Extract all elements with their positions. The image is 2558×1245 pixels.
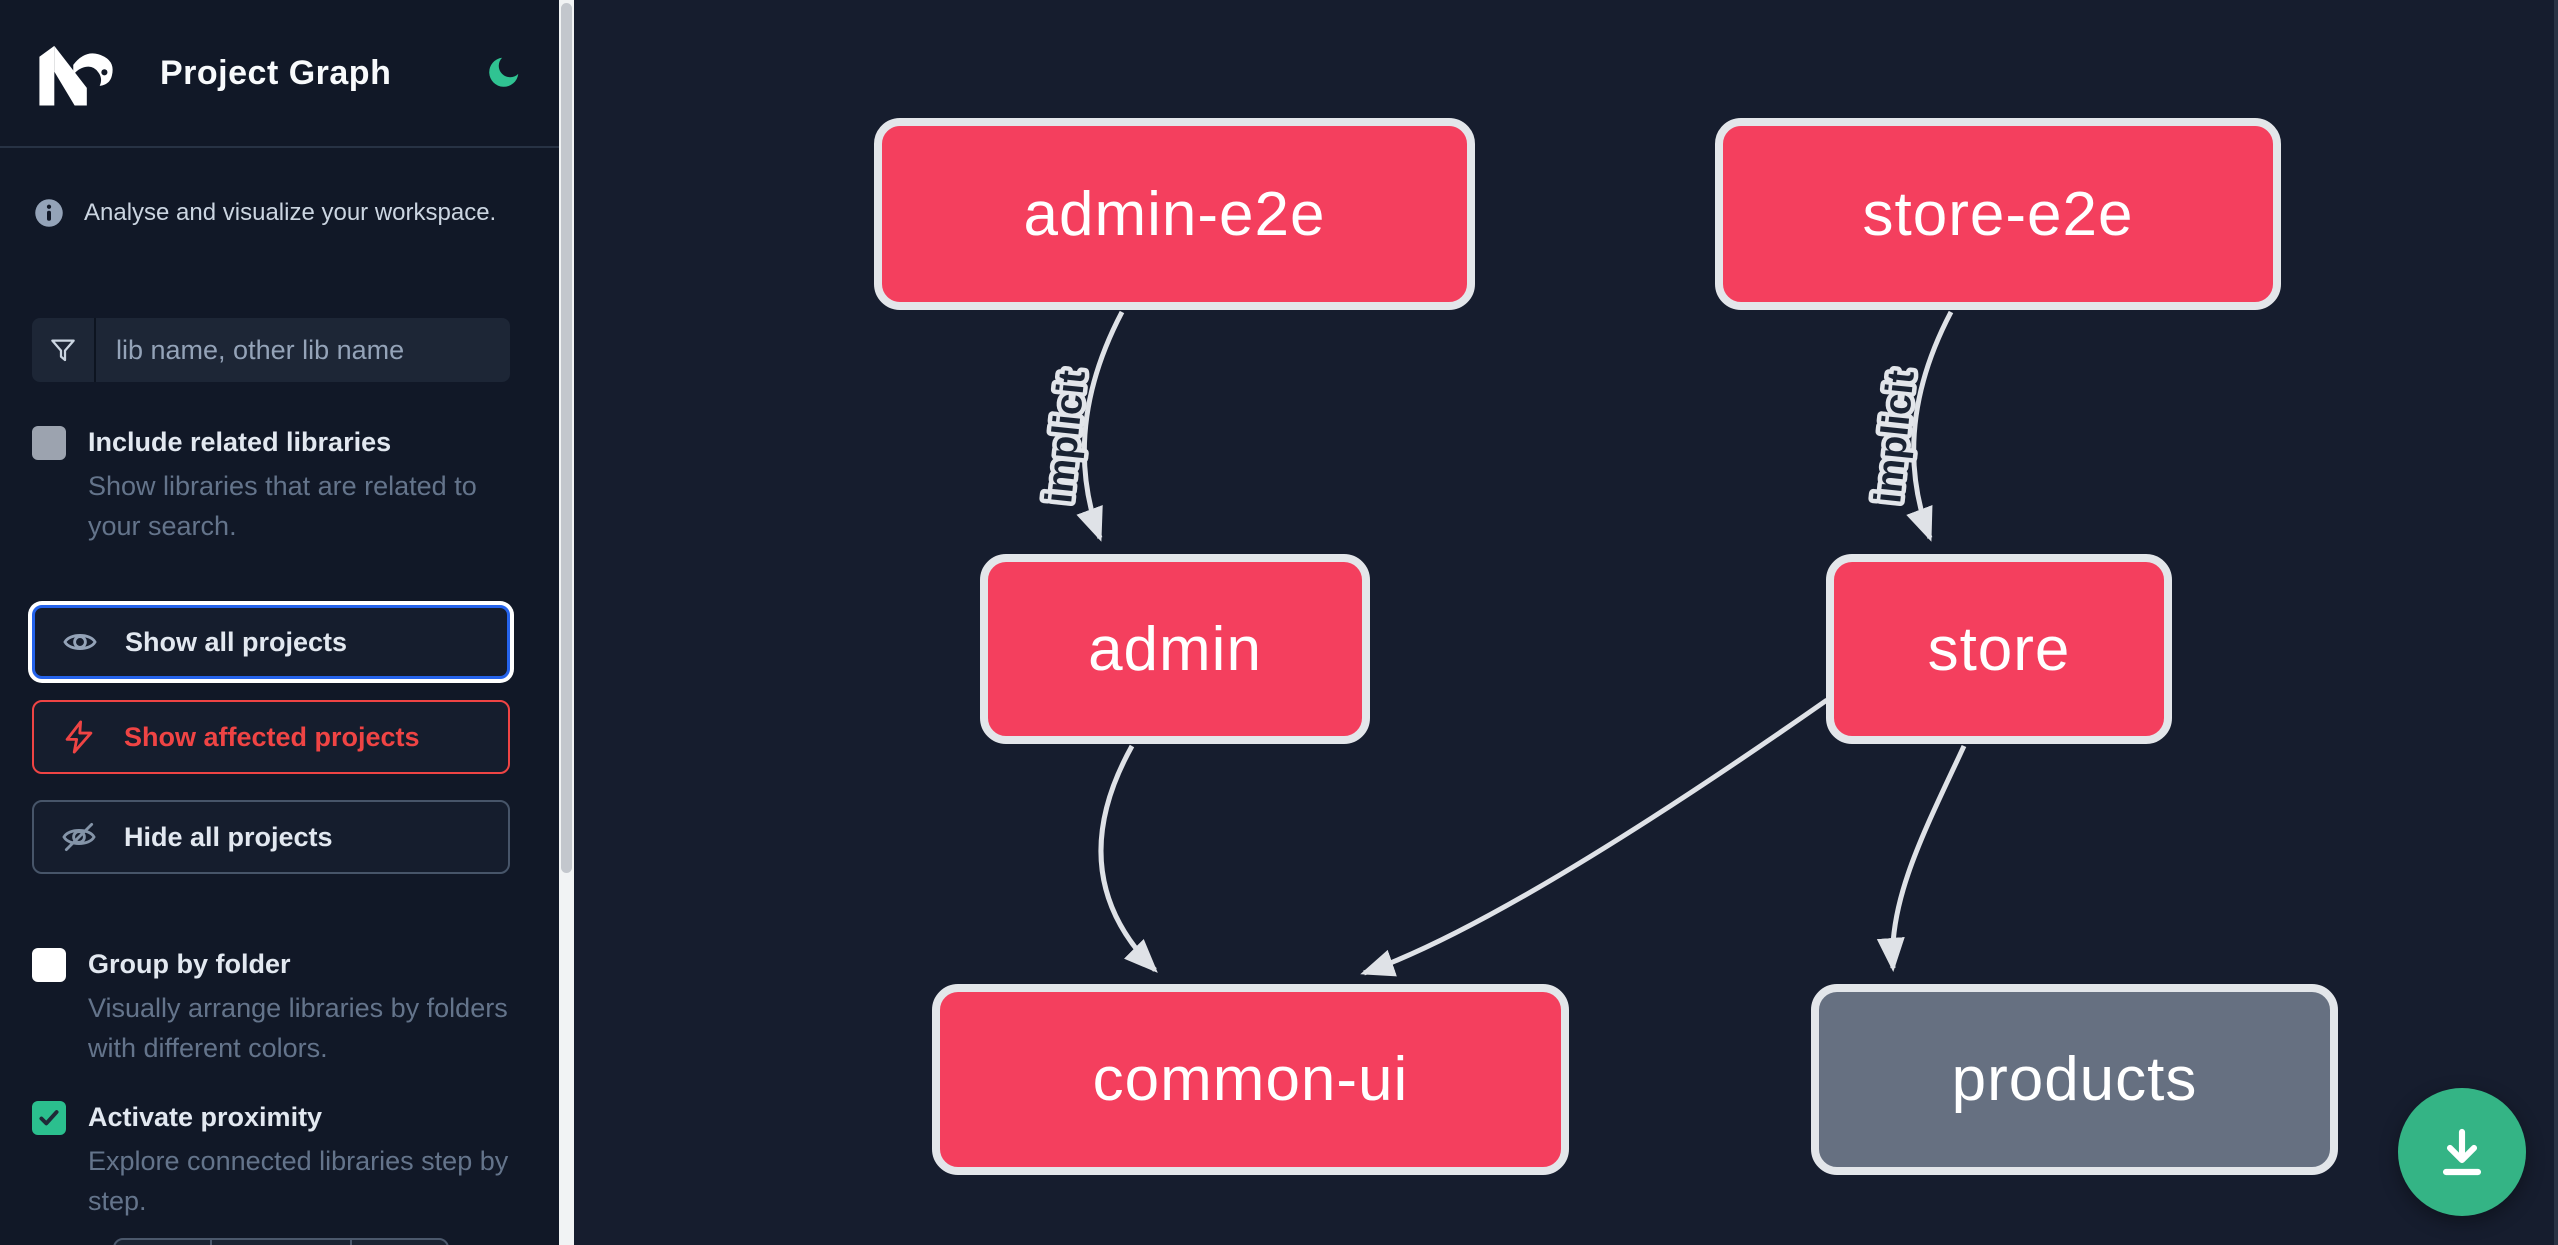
toggle-group-by-folder[interactable]: Group by folder Visually arrange librari… xyxy=(32,946,512,1068)
button-label: Show all projects xyxy=(125,626,348,657)
show-all-projects-button[interactable]: Show all projects xyxy=(32,605,510,679)
theme-toggle-button[interactable] xyxy=(482,51,526,95)
download-icon xyxy=(2442,1128,2482,1176)
node-label: store xyxy=(1927,614,2071,684)
toggle-activate-proximity[interactable]: Activate proximity Explore connected lib… xyxy=(32,1099,512,1221)
bolt-icon xyxy=(65,720,93,754)
stepper-segment[interactable] xyxy=(212,1240,352,1245)
check-icon xyxy=(39,1110,59,1126)
button-label: Show affected projects xyxy=(124,721,420,752)
sidebar-scrollbar-thumb[interactable] xyxy=(561,3,572,873)
show-affected-projects-button[interactable]: Show affected projects xyxy=(32,700,510,774)
proximity-stepper[interactable] xyxy=(113,1238,449,1245)
eye-icon xyxy=(63,634,97,650)
node-label: admin-e2e xyxy=(1023,179,1326,249)
nx-logo xyxy=(39,45,113,106)
toggle-description: Show libraries that are related to your … xyxy=(88,471,477,541)
checkbox-unchecked-disabled[interactable] xyxy=(32,426,66,460)
toggle-label: Include related libraries xyxy=(88,427,392,457)
tagline: Analyse and visualize your workspace. xyxy=(34,198,496,228)
node-label: store-e2e xyxy=(1862,179,2134,249)
download-graph-button[interactable] xyxy=(2398,1088,2526,1216)
node-label: common-ui xyxy=(1092,1045,1409,1114)
graph-node-store[interactable]: store xyxy=(1826,554,2172,744)
checkbox-checked[interactable] xyxy=(32,1101,66,1135)
moon-icon xyxy=(489,57,519,87)
graph-node-admin-e2e[interactable]: admin-e2e xyxy=(874,118,1475,310)
toggle-label: Activate proximity xyxy=(88,1102,323,1132)
hide-all-projects-button[interactable]: Hide all projects xyxy=(32,800,510,874)
stepper-segment[interactable] xyxy=(352,1240,447,1245)
tagline-text: Analyse and visualize your workspace. xyxy=(84,199,497,226)
window-edge xyxy=(2554,0,2558,1245)
search-input[interactable] xyxy=(96,318,510,382)
graph-node-common-ui[interactable]: common-ui xyxy=(932,984,1569,1175)
graph-node-admin[interactable]: admin xyxy=(980,554,1370,744)
toggle-label: Group by folder xyxy=(88,949,291,979)
eye-off-icon xyxy=(62,822,96,852)
search-box xyxy=(32,318,510,382)
sidebar: Project Graph Analyse and visualize your… xyxy=(0,0,560,1245)
sidebar-header: Project Graph xyxy=(0,0,560,148)
node-label: admin xyxy=(1088,614,1262,684)
node-label: products xyxy=(1951,1045,2198,1114)
graph-node-store-e2e[interactable]: store-e2e xyxy=(1715,118,2281,310)
page-title: Project Graph xyxy=(160,53,392,92)
checkbox-unchecked[interactable] xyxy=(32,948,66,982)
graph-node-products[interactable]: products xyxy=(1811,984,2338,1175)
toggle-include-related[interactable]: Include related libraries Show libraries… xyxy=(32,424,512,546)
toggle-description: Visually arrange libraries by folders wi… xyxy=(88,993,508,1063)
funnel-icon xyxy=(32,318,96,382)
stepper-segment[interactable] xyxy=(115,1240,213,1245)
info-icon xyxy=(35,199,63,227)
button-label: Hide all projects xyxy=(124,821,333,852)
toggle-description: Explore connected libraries step by step… xyxy=(88,1146,509,1216)
